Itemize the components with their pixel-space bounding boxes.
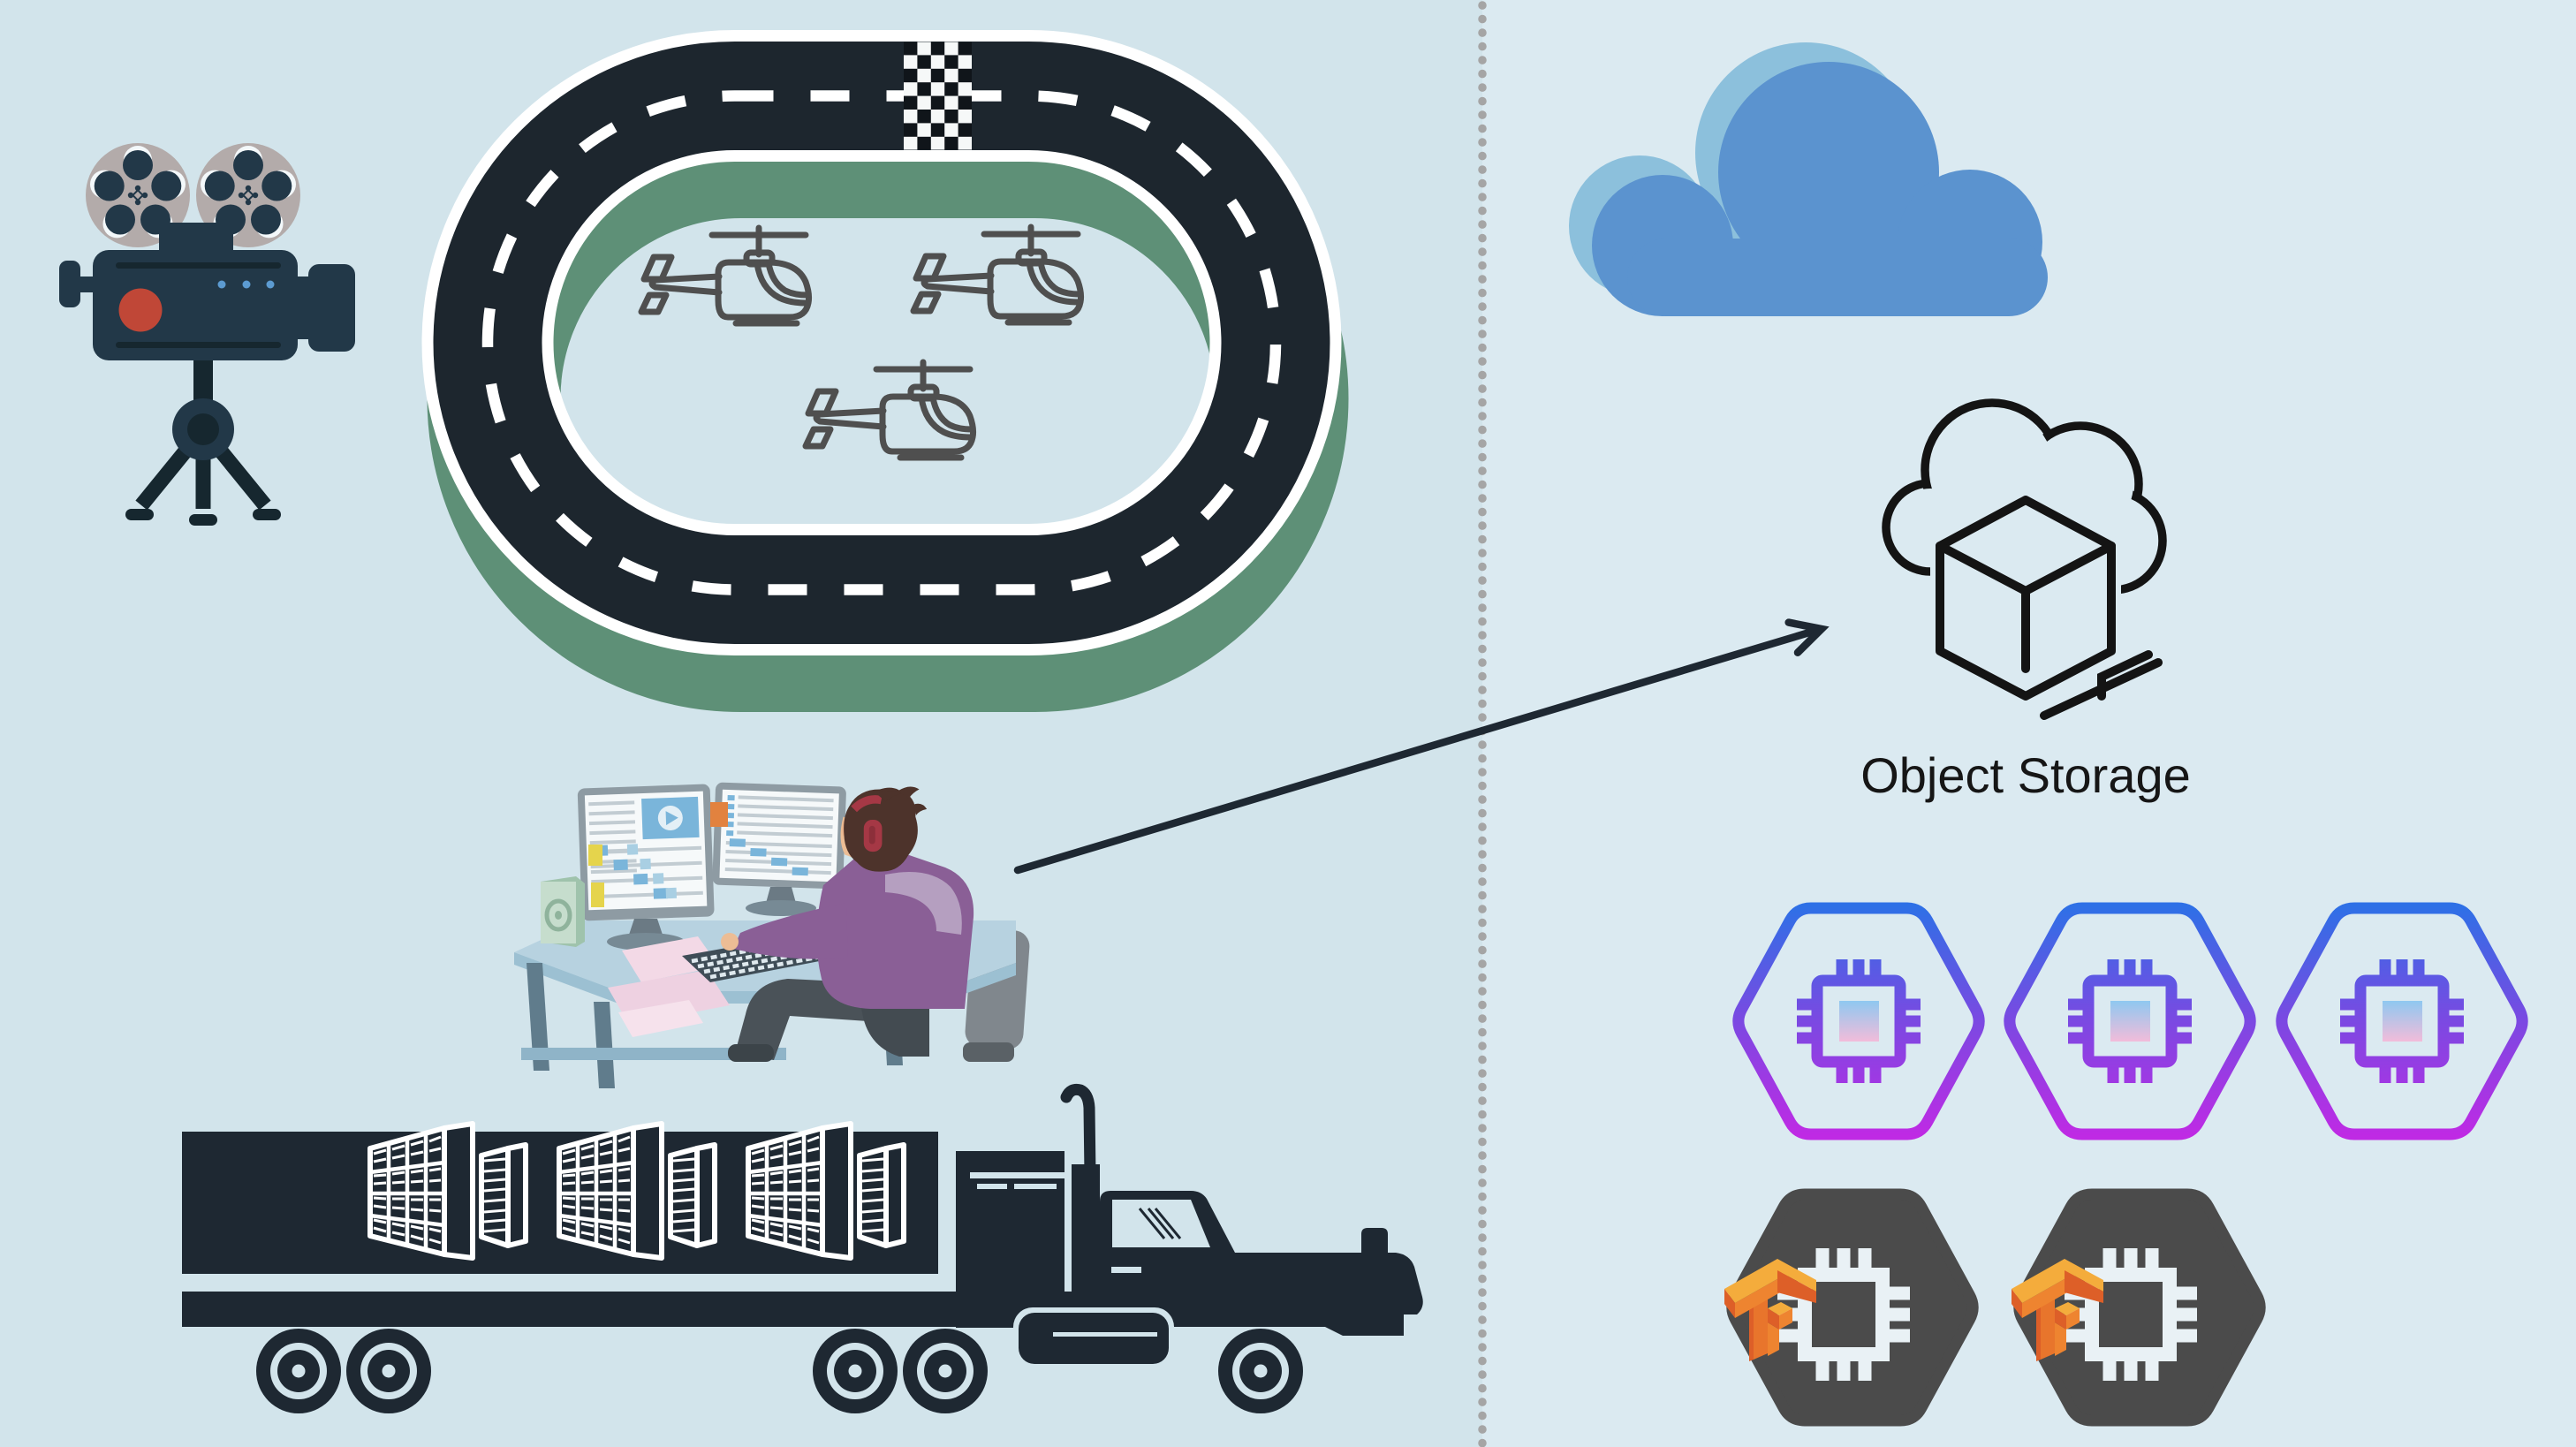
svg-text:Object Storage: Object Storage xyxy=(1860,747,2191,803)
